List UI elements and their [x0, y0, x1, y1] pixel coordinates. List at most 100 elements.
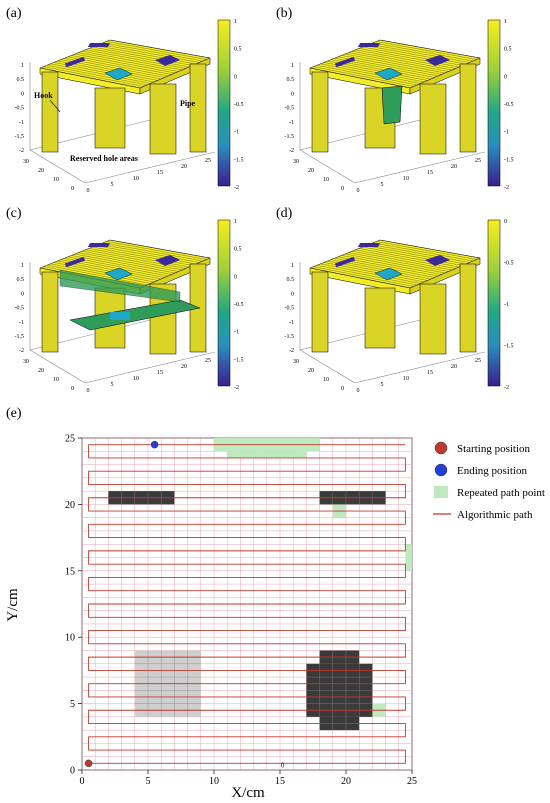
reserved-mark: [87, 243, 111, 247]
y-tick-label: 30: [23, 359, 29, 365]
y-tick-label: 10: [65, 633, 75, 644]
legend-item: Repeated path point: [434, 486, 545, 499]
colorbar-tick: -1: [234, 330, 239, 336]
panel-label-e: (e): [6, 406, 22, 421]
colorbar-tick: 0: [234, 274, 237, 280]
y-tick-label: 0: [341, 386, 344, 392]
reserved-mark: [64, 56, 86, 68]
pipe-leg: [419, 83, 447, 155]
reserved-mark: [64, 256, 86, 268]
filled-plane: [69, 299, 201, 331]
hole-shallow: [110, 312, 130, 320]
axes-box: [29, 62, 216, 184]
hole-deep: [425, 255, 450, 266]
pipe-leg: [459, 63, 477, 153]
colorbar: [487, 19, 501, 187]
annotation-hook: Hook: [34, 91, 53, 100]
x-tick-label: 15: [157, 170, 163, 176]
legend-label: Repeated path point: [457, 487, 545, 499]
colorbar-tick: 0.5: [234, 47, 242, 53]
x-tick-label: 20: [181, 364, 187, 370]
y-tick-label: 10: [53, 377, 59, 383]
pipe-leg: [149, 83, 177, 155]
reserved-mark: [357, 243, 381, 247]
colorbar-tick: 1: [234, 19, 237, 25]
z-tick-label: 0.5: [17, 77, 25, 83]
colorbar-tick: -0.5: [234, 302, 244, 308]
colorbar-tick: 0.5: [504, 47, 512, 53]
y-tick-label: 0: [71, 386, 74, 392]
panel-label: (d): [276, 206, 293, 221]
y-tick-label: 15: [65, 566, 75, 577]
pipe-leg: [94, 87, 126, 149]
y-tick-label: 20: [65, 500, 75, 511]
pipe-leg: [189, 63, 207, 153]
x-tick-label: 10: [403, 176, 409, 182]
panel-label: (a): [6, 6, 22, 21]
pipe-leg: [41, 71, 59, 153]
y-tick-label: 0: [70, 766, 75, 777]
reserved-mark: [334, 56, 356, 68]
x-axis-label: X/cm: [231, 785, 265, 801]
y-tick-label: 30: [293, 159, 299, 165]
colorbar-tick: -2: [234, 185, 239, 191]
z-tick-label: 0: [21, 91, 24, 97]
y-tick-label: 5: [70, 699, 75, 710]
x-tick-label: 0: [87, 188, 90, 194]
filled-wall: [59, 269, 181, 303]
colorbar: [217, 219, 231, 387]
pipe-leg: [41, 271, 59, 353]
x-tick-label: 10: [133, 376, 139, 382]
surface-plot-a: (a)10.50-0.5-1-1.5-201020300510152025Hoo…: [6, 6, 244, 194]
z-tick-label: -0.5: [15, 106, 25, 112]
colorbar-tick: -1.5: [234, 357, 244, 363]
reserved-mark: [87, 43, 111, 47]
pipe-leg: [311, 271, 329, 353]
colorbar-tick: -1: [504, 130, 509, 136]
hole-shallow: [104, 267, 133, 281]
y-tick-label: 25: [65, 434, 75, 445]
legend-item: Starting position: [434, 441, 531, 455]
y-tick-label: 20: [38, 368, 44, 374]
z-tick-label: 1: [291, 263, 294, 269]
y-tick-label: 20: [308, 168, 314, 174]
x-tick-label: 20: [451, 364, 457, 370]
legend-label: Algorithmic path: [457, 509, 533, 521]
end-marker: [150, 440, 159, 449]
colorbar-tick: 0: [234, 74, 237, 80]
legend-item: Ending position: [434, 463, 527, 477]
y-tick-label: 30: [23, 159, 29, 165]
z-tick-label: -1.5: [285, 134, 295, 140]
z-tick-label: 0: [291, 291, 294, 297]
hole-shallow: [374, 267, 403, 281]
z-tick-label: -1.5: [15, 334, 25, 340]
x-tick-label: 5: [146, 776, 151, 787]
surface-plot-b: (b)10.50-0.5-1-1.5-20102030051015202510.…: [276, 6, 514, 194]
reserved-mark: [357, 43, 381, 47]
x-tick-label: 5: [381, 382, 384, 388]
z-tick-label: -1.5: [15, 134, 25, 140]
legend-label: Ending position: [457, 465, 527, 477]
x-tick-label: 20: [451, 164, 457, 170]
colorbar-tick: -1: [234, 130, 239, 136]
x-tick-label: 15: [275, 776, 285, 787]
stray-label: 0: [281, 761, 285, 769]
x-tick-label: 0: [357, 188, 360, 194]
z-tick-label: -1: [19, 320, 24, 326]
pipe-leg: [459, 263, 477, 353]
z-tick-label: -1: [289, 320, 294, 326]
y-tick-label: 20: [308, 368, 314, 374]
pipe-leg: [311, 71, 329, 153]
z-tick-label: 1: [291, 63, 294, 69]
x-tick-label: 0: [80, 776, 85, 787]
z-tick-label: 0: [21, 291, 24, 297]
x-tick-label: 15: [427, 370, 433, 376]
x-tick-label: 5: [111, 182, 114, 188]
axes-box: [29, 262, 216, 384]
repeated-path-region: [227, 451, 307, 458]
y-tick-label: 10: [323, 177, 329, 183]
x-tick-label: 20: [181, 164, 187, 170]
pipe-leg: [419, 283, 447, 355]
